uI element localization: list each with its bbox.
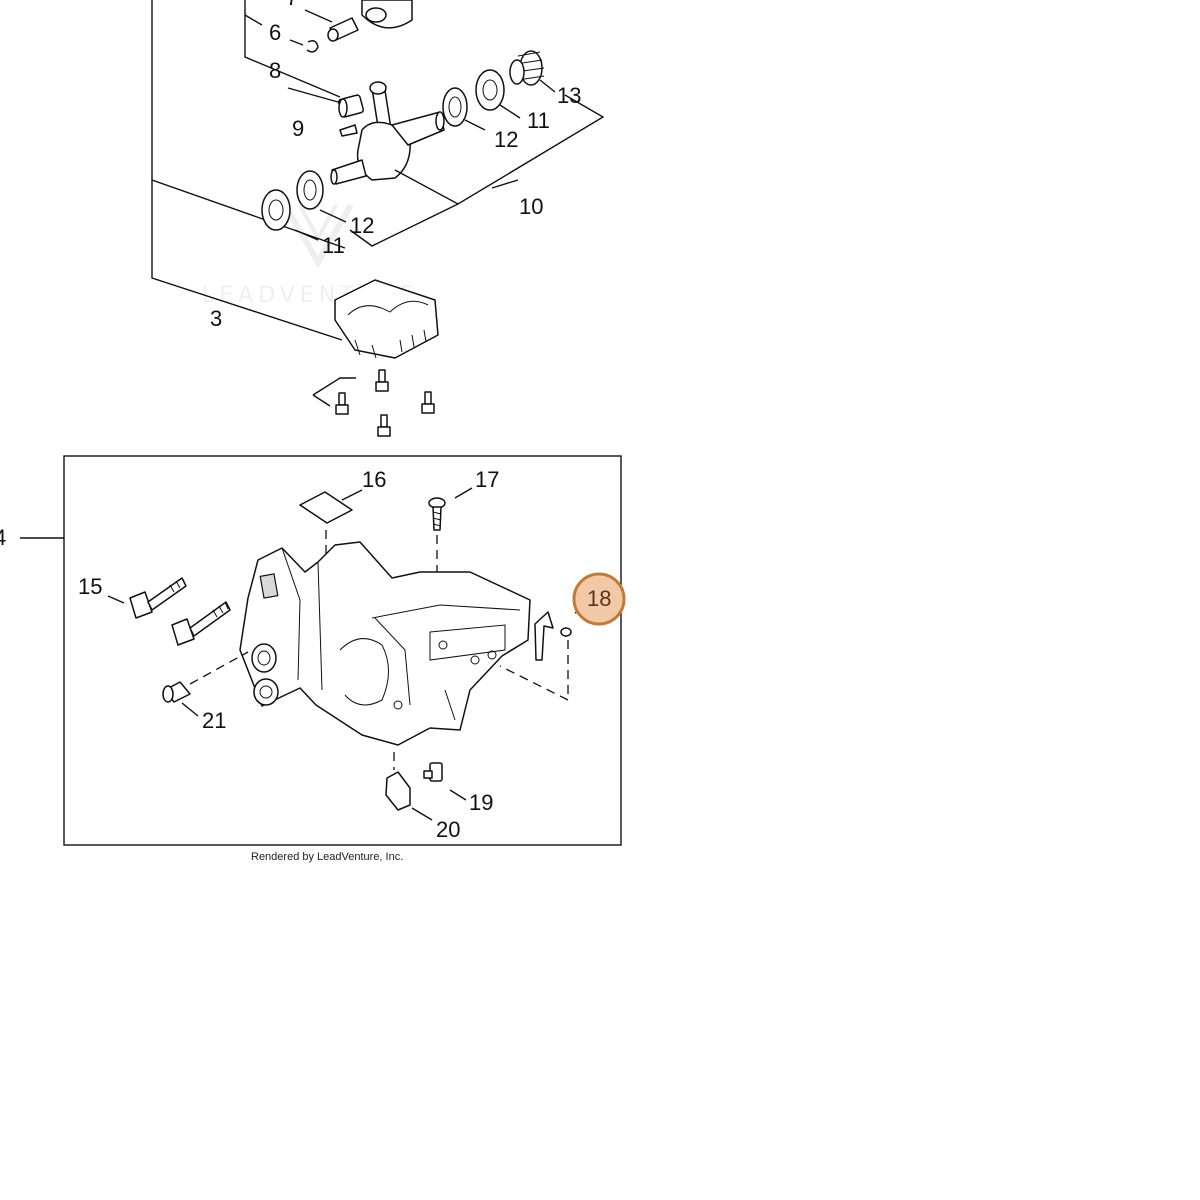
callout-13[interactable]: 13 [557,83,581,108]
callout-3[interactable]: 3 [210,306,222,331]
screw-part [335,392,349,415]
seal-13-part [509,50,545,86]
screw-part [421,391,435,414]
bracket-part [385,752,433,821]
callout-18-highlight[interactable]: 18 [572,572,626,626]
callout-19[interactable]: 19 [469,790,493,815]
highlight-circle [572,572,626,626]
bearing-11-left [261,189,291,231]
callout-18[interactable]: 18 [587,586,611,611]
long-bolts-part [107,577,231,646]
plate-part [499,605,589,702]
crankcase-assembly-frame [63,455,622,846]
callout-4[interactable]: 4 [0,525,6,550]
clip-part [423,762,467,801]
callout-21[interactable]: 21 [202,708,226,733]
callout-12[interactable]: 12 [494,127,518,152]
plug-part [162,651,249,717]
housing-screws [312,369,435,437]
circlip-part [306,40,319,53]
needle-bearing-part [337,94,365,118]
render-credit: Rendered by LeadVenture, Inc. [251,851,403,863]
callout-8[interactable]: 8 [269,58,281,83]
callout-9[interactable]: 9 [292,116,304,141]
bearing-12-left [296,170,324,210]
callout-6[interactable]: 6 [269,20,281,45]
callout-16[interactable]: 16 [362,467,386,492]
callout-10[interactable]: 10 [519,194,543,219]
callout-17[interactable]: 17 [475,467,499,492]
bearing-12-right [442,87,468,127]
crankshaft-part [330,81,445,185]
callout-20[interactable]: 20 [436,817,460,842]
piston-assembly [327,0,413,42]
callout-11[interactable]: 11 [527,108,550,133]
screw-part [375,369,389,392]
callout-15[interactable]: 15 [78,574,102,599]
bearing-housing-part [334,279,439,359]
callout-7[interactable]: 7 [286,0,298,10]
callout-11-left[interactable]: 11 [322,233,345,258]
screw-part [377,414,391,437]
callout-12-left[interactable]: 12 [350,213,374,238]
bearing-11-right [475,69,505,111]
leader-lines-crank [294,79,605,247]
woodruff-key-part [339,124,358,137]
crankcase-body-part [239,541,531,746]
